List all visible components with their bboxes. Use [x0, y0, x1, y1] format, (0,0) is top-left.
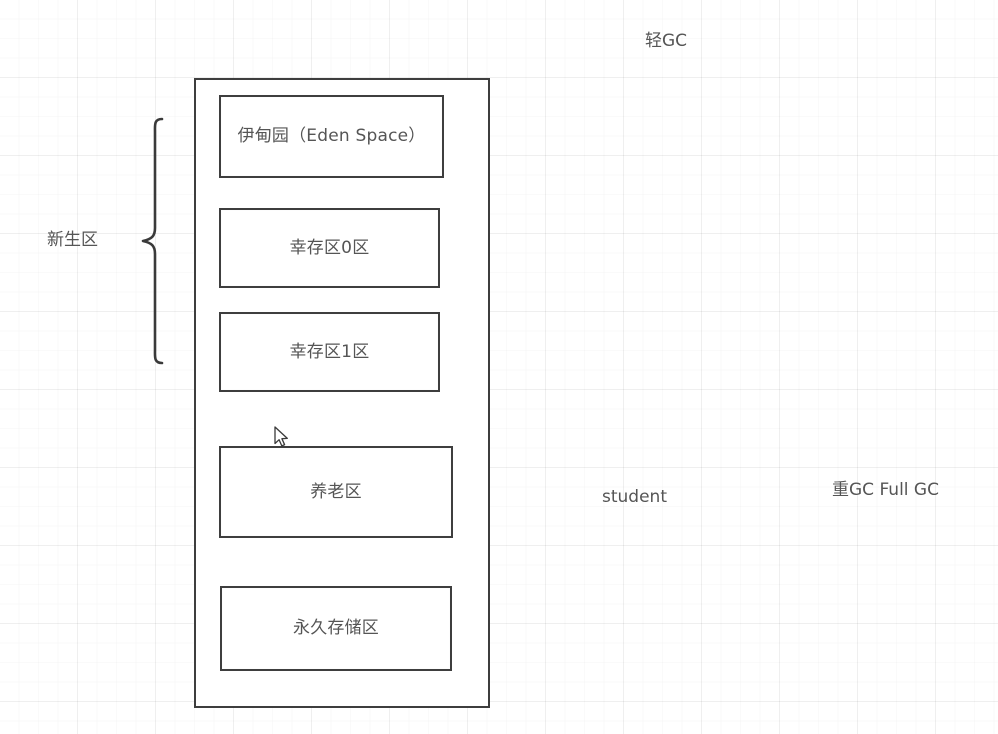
- region-old-gen-label: 养老区: [310, 481, 362, 502]
- annotation-minor-gc: 轻GC: [645, 31, 688, 51]
- annotation-young-generation: 新生区: [47, 230, 98, 250]
- region-survivor0-label: 幸存区0区: [289, 237, 370, 258]
- region-survivor0-box[interactable]: 幸存区0区: [219, 208, 440, 288]
- region-eden-box[interactable]: 伊甸园（Eden Space）: [219, 95, 444, 178]
- annotation-full-gc: 重GC Full GC: [832, 480, 939, 500]
- young-generation-brace: [140, 116, 164, 370]
- region-eden-label: 伊甸园（Eden Space）: [237, 126, 426, 146]
- brace-icon: [141, 117, 164, 365]
- region-survivor1-box[interactable]: 幸存区1区: [219, 312, 440, 392]
- region-perm-gen-label: 永久存储区: [293, 618, 379, 638]
- region-perm-gen-box[interactable]: 永久存储区: [220, 586, 452, 671]
- annotation-student: student: [602, 487, 667, 507]
- region-old-gen-box[interactable]: 养老区: [219, 446, 453, 538]
- region-survivor1-label: 幸存区1区: [289, 341, 370, 362]
